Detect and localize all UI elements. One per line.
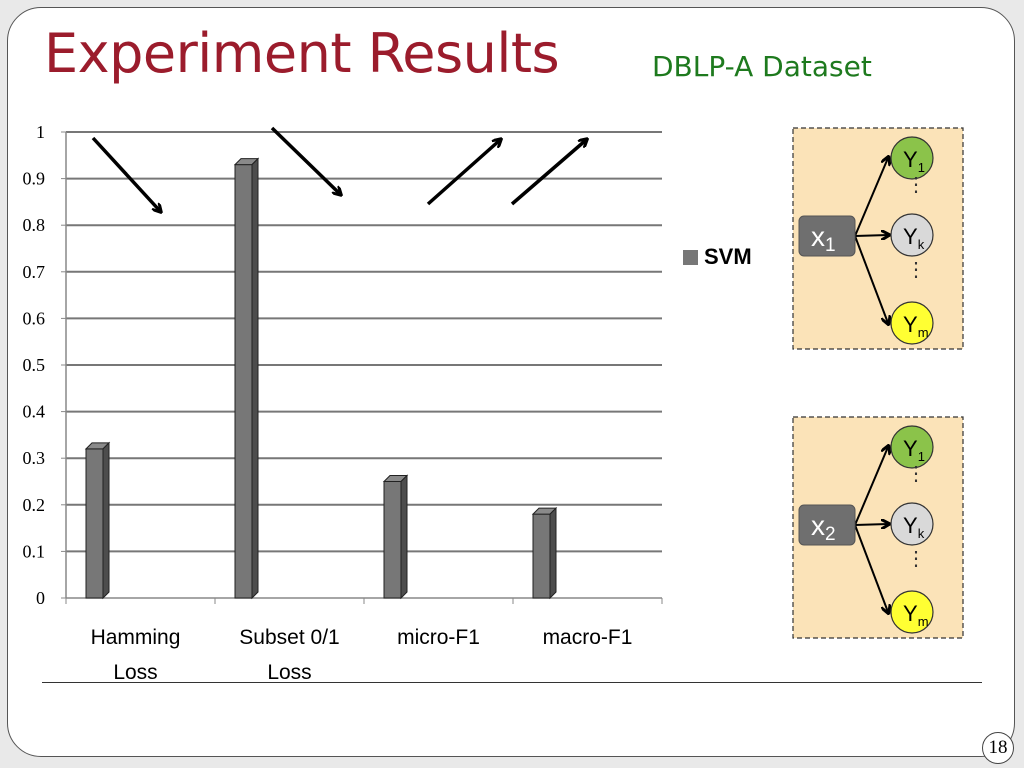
x-category-label: Loss bbox=[267, 661, 311, 684]
output-node-subscript: k bbox=[918, 526, 925, 541]
y-tick-label: 0.5 bbox=[23, 355, 46, 375]
input-node-subscript: 2 bbox=[825, 524, 836, 545]
bar-side bbox=[102, 441, 110, 600]
y-tick-label: 0.4 bbox=[23, 402, 46, 422]
edge-arrow bbox=[854, 524, 888, 612]
bar bbox=[233, 157, 260, 600]
chart-legend: SVM bbox=[683, 244, 752, 270]
y-tick-label: 1 bbox=[36, 122, 45, 142]
chart-bars bbox=[84, 157, 558, 600]
y-tick-label: 0.2 bbox=[23, 495, 46, 515]
bar-front bbox=[85, 448, 104, 599]
output-node-subscript: m bbox=[918, 325, 929, 340]
edge-arrow bbox=[854, 524, 888, 525]
bar-side bbox=[400, 474, 408, 600]
input-node bbox=[798, 504, 856, 546]
ellipsis-mark: ⋮ bbox=[906, 548, 926, 570]
x-category-label: Loss bbox=[113, 661, 157, 684]
output-node-subscript: 1 bbox=[918, 449, 925, 464]
page-number-badge: 18 bbox=[982, 732, 1014, 764]
bar-front bbox=[532, 513, 551, 599]
input-node-subscript: 1 bbox=[825, 235, 836, 256]
chart-axes bbox=[61, 131, 663, 604]
legend-swatch-svm bbox=[683, 249, 698, 265]
ellipsis-mark: ⋮ bbox=[906, 463, 926, 485]
y-tick-label: 0.9 bbox=[23, 169, 46, 189]
trend-arrows bbox=[91, 126, 586, 211]
bar-side bbox=[251, 157, 259, 600]
bar-front bbox=[234, 164, 253, 599]
output-node bbox=[890, 425, 934, 469]
dataset-subtitle: DBLP-A Dataset bbox=[652, 50, 872, 83]
x-category-label: Subset 0/1 bbox=[239, 626, 339, 649]
slide-title: Experiment Results bbox=[44, 22, 560, 85]
y-tick-label: 0.6 bbox=[23, 308, 46, 328]
arrow-down-icon bbox=[91, 136, 160, 211]
output-node-subscript: k bbox=[918, 237, 925, 252]
bottom-divider bbox=[42, 682, 982, 683]
output-node bbox=[890, 301, 934, 345]
output-node bbox=[890, 213, 934, 257]
arrow-down-icon bbox=[270, 126, 340, 194]
y-tick-label: 0 bbox=[36, 588, 45, 608]
y-tick-label: 0.3 bbox=[23, 448, 46, 468]
x-category-label: Hamming bbox=[91, 626, 181, 649]
chart-labels: 0 0.1 0.2 0.3 0.4 0.5 0.6 0.7 0.8 0.9 1HammingLoss… bbox=[23, 122, 633, 684]
output-node-subscript: 1 bbox=[918, 160, 925, 175]
output-node bbox=[890, 136, 934, 180]
y-tick-label: 0.1 bbox=[23, 541, 46, 561]
chart-gridlines bbox=[66, 131, 662, 553]
bar bbox=[84, 441, 111, 600]
bar-side bbox=[549, 506, 557, 600]
output-node bbox=[890, 590, 934, 634]
y-tick-label: 0.7 bbox=[23, 262, 46, 282]
arrow-up-icon bbox=[426, 140, 500, 206]
x-category-label: micro-F1 bbox=[397, 626, 480, 649]
edge-arrow bbox=[854, 235, 888, 236]
bar bbox=[382, 474, 409, 600]
x-category-label: macro-F1 bbox=[543, 626, 633, 649]
arrow-up-icon bbox=[510, 140, 586, 206]
ellipsis-mark: ⋮ bbox=[906, 259, 926, 281]
edge-arrow bbox=[854, 447, 888, 526]
bar-front bbox=[383, 481, 402, 599]
y-tick-label: 0.8 bbox=[23, 215, 46, 235]
edge-arrow bbox=[854, 158, 888, 237]
bar bbox=[531, 506, 558, 600]
edge-arrow bbox=[854, 235, 888, 323]
legend-label-svm: SVM bbox=[704, 244, 752, 269]
output-node-subscript: m bbox=[918, 614, 929, 629]
output-node bbox=[890, 502, 934, 546]
input-node bbox=[798, 215, 856, 257]
ellipsis-mark: ⋮ bbox=[906, 174, 926, 196]
